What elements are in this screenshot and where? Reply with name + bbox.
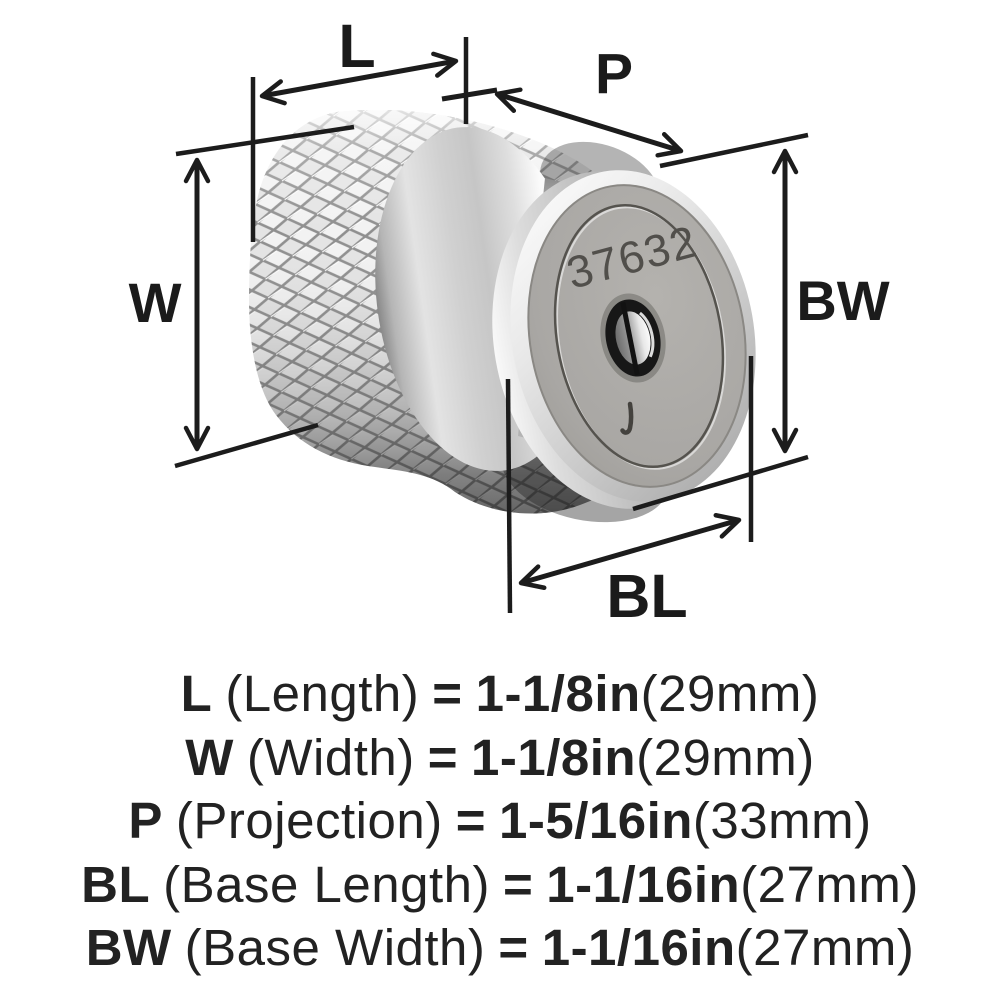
dim-label-l: L xyxy=(338,12,375,80)
spec-metric: (29mm) xyxy=(640,665,820,722)
spec-line-projection: P(Projection)=1-5/16in(33mm) xyxy=(0,789,1000,853)
spec-name: (Width) xyxy=(246,728,415,786)
keyhole-slot xyxy=(620,301,640,376)
keyhole xyxy=(600,293,666,383)
spec-equals: = xyxy=(432,665,463,722)
face-groove-ring xyxy=(553,203,725,469)
spec-equals: = xyxy=(502,855,534,913)
spec-name: (Base Width) xyxy=(184,919,486,976)
spec-name: (Base Length) xyxy=(163,855,490,913)
spec-name: (Projection) xyxy=(175,792,443,849)
spec-code: BL xyxy=(81,855,151,913)
dimension-callouts: L P W BW BL xyxy=(129,12,890,630)
tick-w-bottom xyxy=(174,422,319,469)
tick-w-top xyxy=(175,124,355,157)
spec-metric: (29mm) xyxy=(636,728,815,786)
dimension-p-line xyxy=(494,87,684,158)
dimension-spec-list: L(Length)=1-1/8in(29mm) W(Width)=1-1/8in… xyxy=(0,662,1000,980)
spec-equals: = xyxy=(455,792,486,849)
keyhole-highlight xyxy=(638,311,655,358)
dimension-bl-line xyxy=(518,513,742,590)
spec-line-length: L(Length)=1-1/8in(29mm) xyxy=(0,662,1000,726)
spec-name: (Length) xyxy=(225,665,420,722)
dim-label-bw: BW xyxy=(796,269,889,332)
spec-value: 1-1/16in xyxy=(546,855,741,913)
engraved-orientation-mark xyxy=(620,401,634,435)
spec-code: P xyxy=(128,792,163,849)
dimension-l-line xyxy=(259,51,459,106)
dim-label-w: W xyxy=(129,271,182,334)
spec-equals: = xyxy=(498,919,529,976)
spec-code: L xyxy=(180,665,213,722)
spec-equals: = xyxy=(427,728,459,786)
knob-illustration: 37632 xyxy=(249,109,756,523)
tick-bw-bottom xyxy=(632,454,809,512)
spec-value: 1-1/8in xyxy=(471,728,637,786)
spec-metric: (27mm) xyxy=(735,919,915,976)
spec-metric: (27mm) xyxy=(740,855,919,913)
spec-line-base-length: BL(Base Length)=1-1/16in(27mm) xyxy=(0,853,1000,917)
spec-metric: (33mm) xyxy=(692,792,872,849)
spec-value: 1-1/8in xyxy=(475,665,641,722)
face-groove-ring-highlight xyxy=(556,206,726,470)
spec-code: W xyxy=(185,728,234,786)
spec-value: 1-5/16in xyxy=(498,792,693,849)
dim-label-bl: BL xyxy=(606,562,687,630)
spec-line-base-width: BW(Base Width)=1-1/16in(27mm) xyxy=(0,916,1000,980)
spec-line-width: W(Width)=1-1/8in(29mm) xyxy=(0,726,1000,790)
spec-code: BW xyxy=(85,919,172,976)
keyhole-inner-metal xyxy=(615,311,651,365)
tick-bw-top xyxy=(659,132,809,169)
dim-label-p: P xyxy=(595,42,633,106)
spec-value: 1-1/16in xyxy=(541,919,736,976)
dimension-p-tail xyxy=(441,87,498,102)
tick-bl-left xyxy=(505,378,513,614)
